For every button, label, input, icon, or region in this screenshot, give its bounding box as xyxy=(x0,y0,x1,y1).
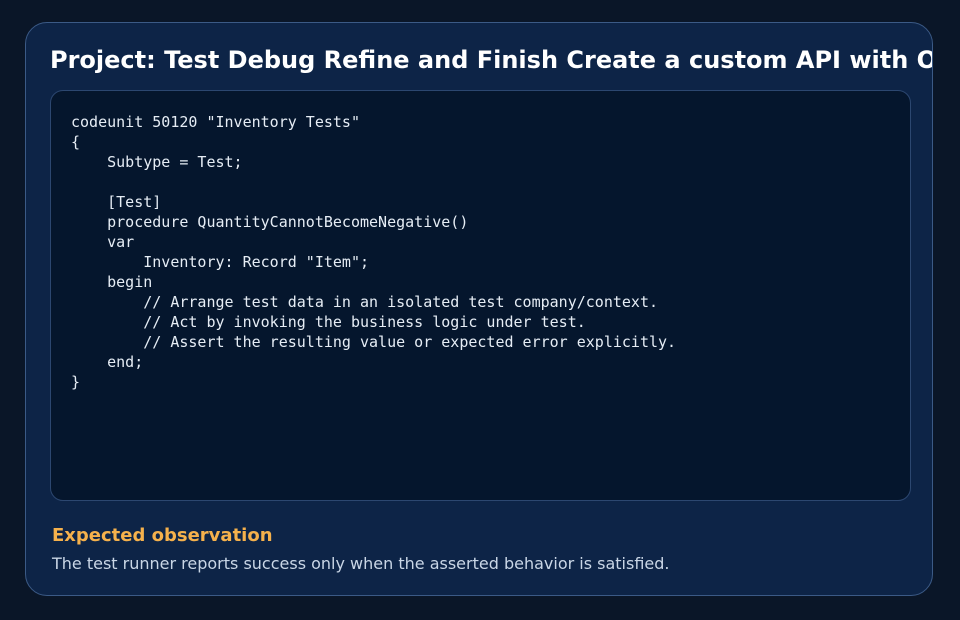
page-title: Project: Test Debug Refine and Finish Cr… xyxy=(50,46,933,74)
observation-heading: Expected observation xyxy=(52,525,273,546)
code-text: codeunit 50120 "Inventory Tests" { Subty… xyxy=(71,113,677,391)
code-block: codeunit 50120 "Inventory Tests" { Subty… xyxy=(50,90,911,501)
observation-text: The test runner reports success only whe… xyxy=(52,554,670,573)
project-card: Project: Test Debug Refine and Finish Cr… xyxy=(25,22,933,596)
